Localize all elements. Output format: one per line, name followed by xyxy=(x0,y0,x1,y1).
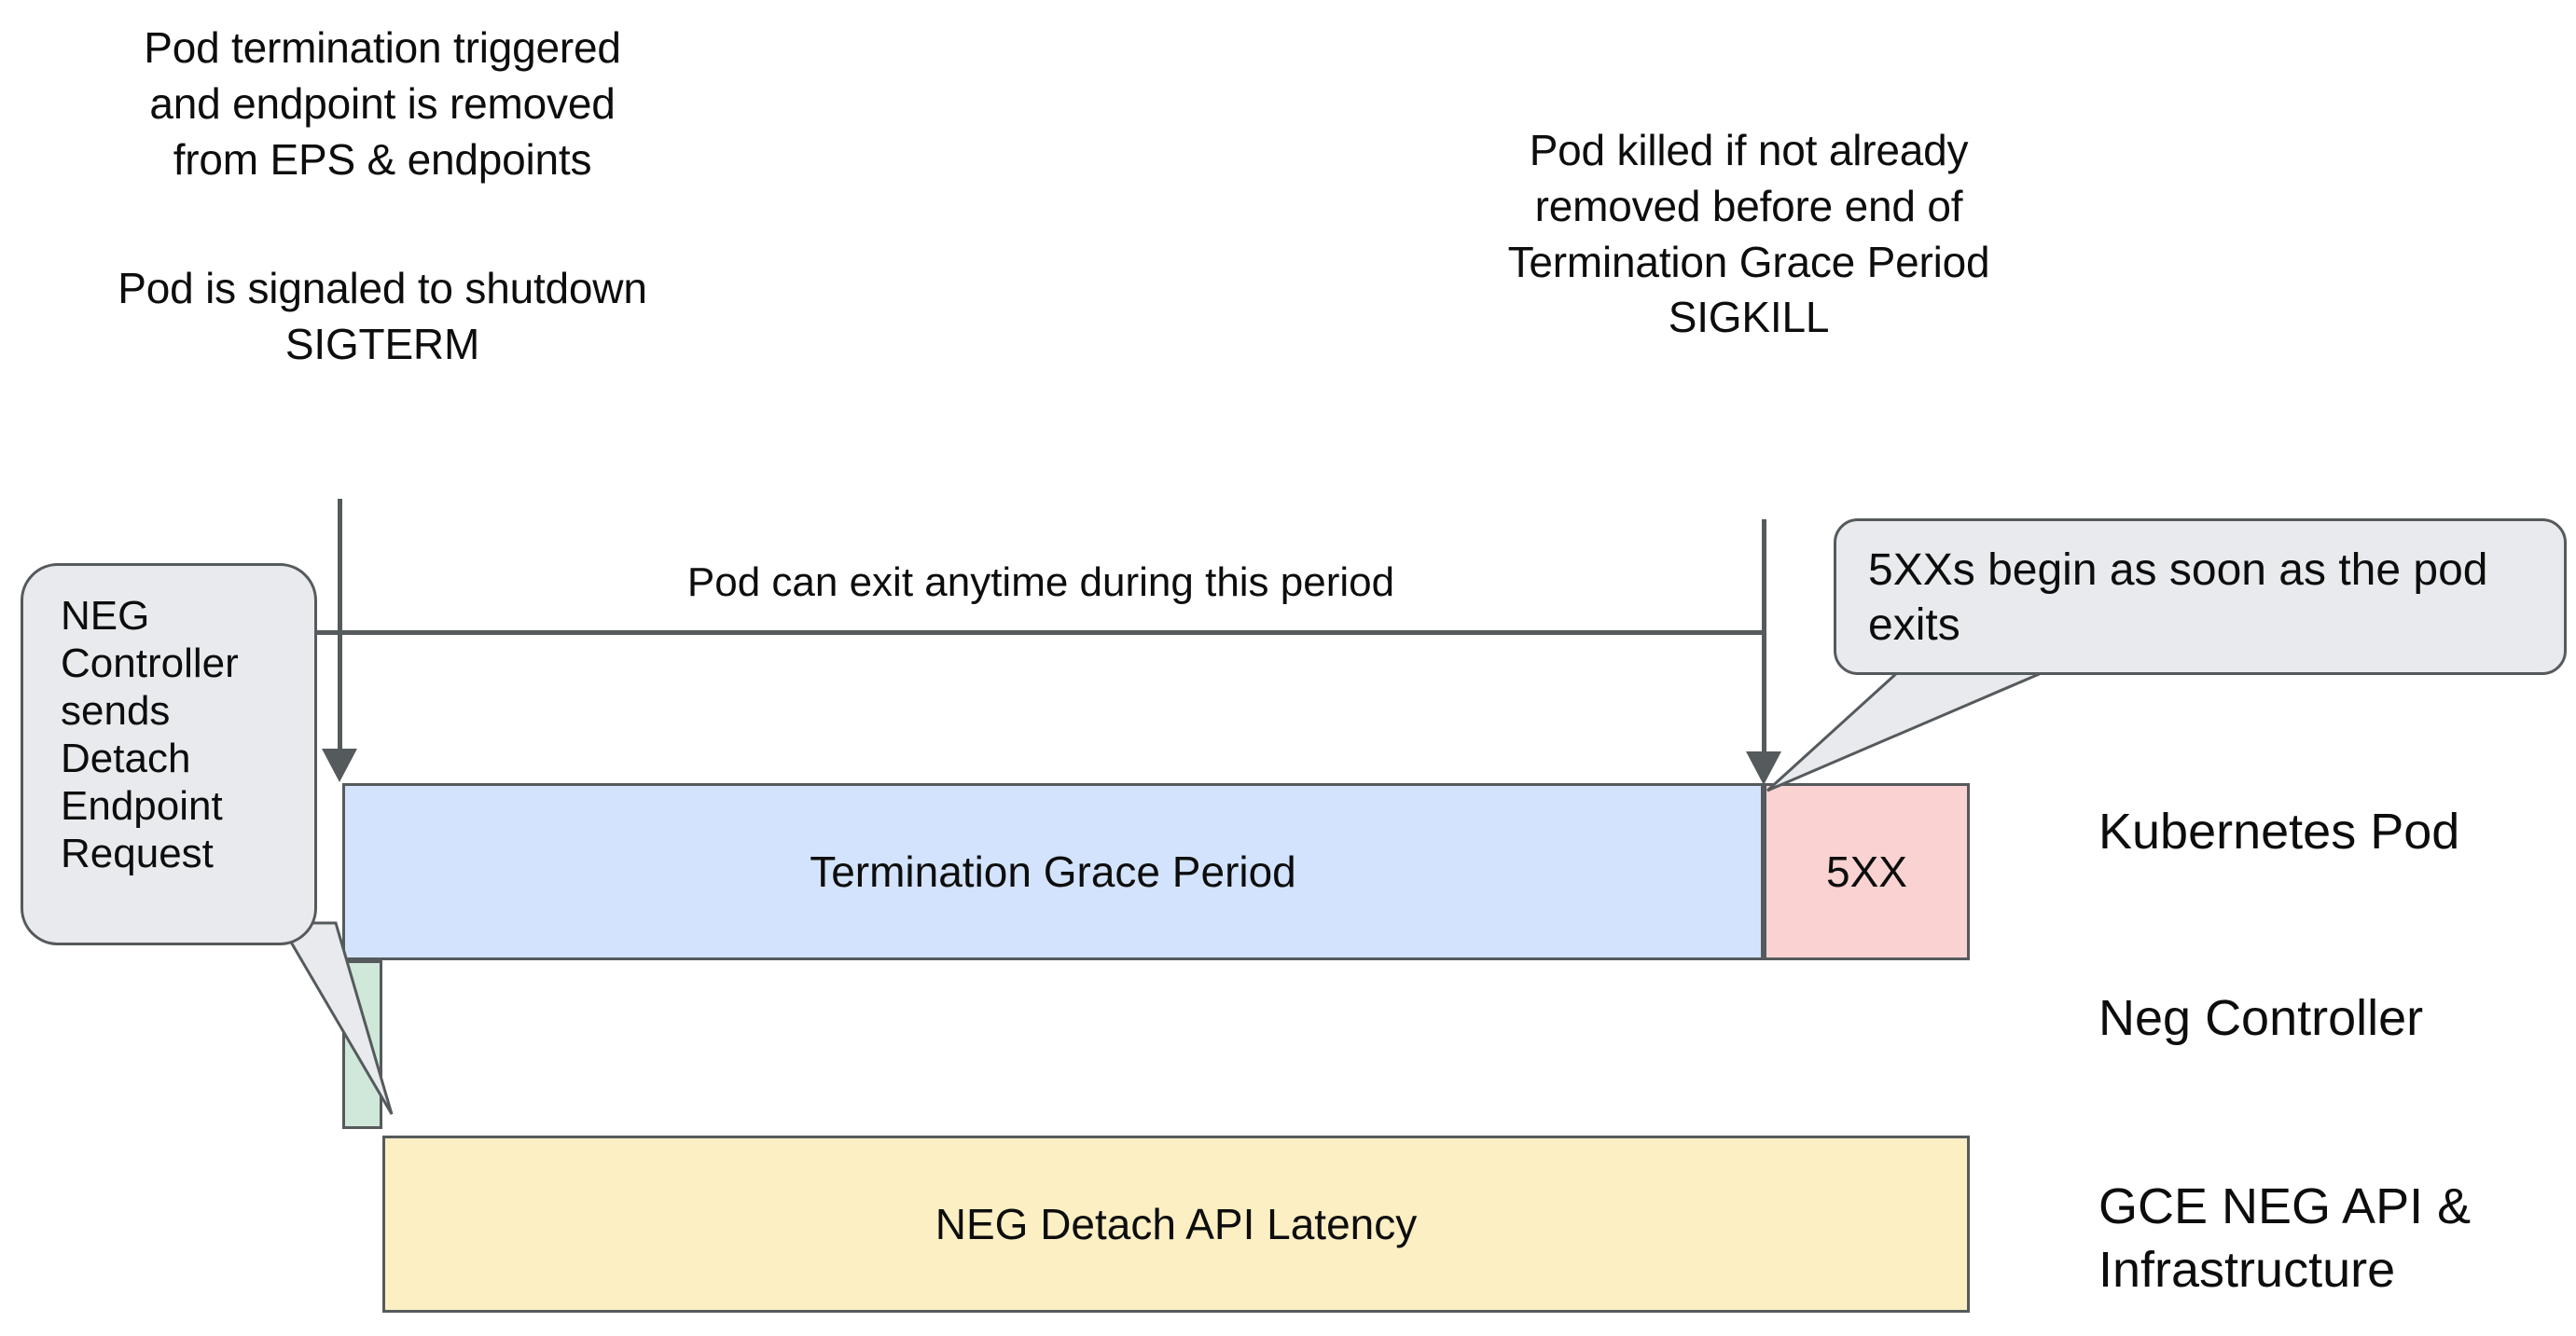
event-arrow-sigterm-line xyxy=(338,499,342,751)
callout-neg-controller: NEG Controller sends Detach Endpoint Req… xyxy=(21,563,317,945)
bar-five-xx: 5XX xyxy=(1764,783,1970,960)
bar-neg-detach-api-latency: NEG Detach API Latency xyxy=(382,1136,1970,1313)
callout-five-xx: 5XXs begin as soon as the pod exits xyxy=(1834,518,2567,675)
span-caption-pod-can-exit: Pod can exit anytime during this period xyxy=(686,559,1395,605)
bar-termination-grace-period: Termination Grace Period xyxy=(342,783,1764,960)
event-arrow-sigkill-head-icon xyxy=(1746,751,1781,785)
bar-label-five-xx: 5XX xyxy=(1826,847,1907,896)
lane-label-gce-neg-api: GCE NEG API & Infrastructure xyxy=(2098,1178,2472,1299)
lane-label-neg-controller: Neg Controller xyxy=(2098,990,2424,1046)
event-arrow-sigterm-head-icon xyxy=(322,749,357,782)
annotation-pod-signaled-shutdown: Pod is signaled to shutdown SIGTERM xyxy=(118,264,647,368)
annotation-pod-killed-sigkill: Pod killed if not already removed before… xyxy=(1507,126,1990,342)
bar-label-neg-detach-api-latency: NEG Detach API Latency xyxy=(935,1200,1418,1248)
event-arrow-sigkill-line xyxy=(1762,519,1766,755)
lane-label-kubernetes-pod: Kubernetes Pod xyxy=(2098,804,2460,860)
annotation-pod-termination-triggered: Pod termination triggered and endpoint i… xyxy=(144,23,621,184)
bar-label-termination-grace-period: Termination Grace Period xyxy=(810,847,1296,896)
span-line xyxy=(317,630,1765,635)
bar-neg-controller xyxy=(342,960,382,1129)
